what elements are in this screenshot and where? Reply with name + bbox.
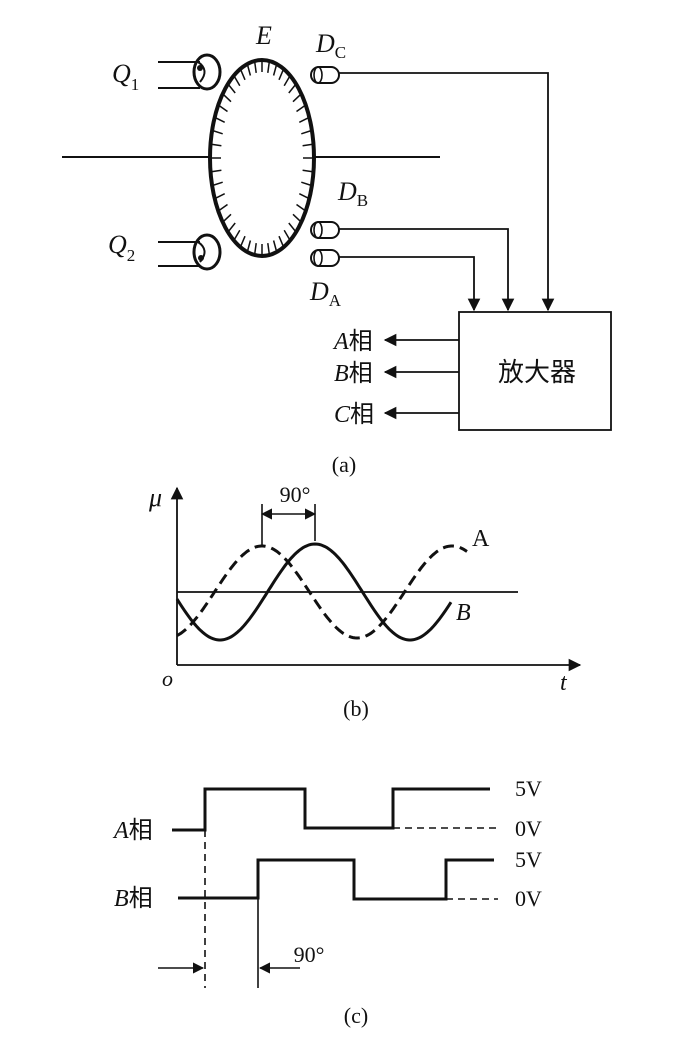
y-axis-label: μ bbox=[148, 483, 162, 512]
phase-label-c: 90° bbox=[294, 942, 325, 967]
disc-tick bbox=[246, 240, 252, 253]
amplifier-box bbox=[458, 311, 612, 431]
disc-tick bbox=[211, 129, 223, 135]
disc-tick bbox=[217, 104, 228, 113]
disc-tick bbox=[292, 93, 302, 103]
light-source-q1 bbox=[158, 53, 222, 91]
photodetector-db bbox=[310, 221, 340, 239]
disc-tick bbox=[222, 213, 232, 223]
b-high-label: 5V bbox=[515, 847, 542, 872]
disc-tick bbox=[301, 129, 313, 135]
q2-label: Q2 bbox=[108, 230, 135, 265]
code-disc bbox=[208, 58, 316, 258]
disc-tick bbox=[283, 75, 291, 87]
disc-tick bbox=[288, 222, 297, 233]
caption-a: (a) bbox=[332, 452, 356, 477]
dc-label: DC bbox=[315, 29, 346, 62]
disc-tick bbox=[302, 143, 314, 147]
caption-b: (b) bbox=[343, 696, 369, 721]
square-wave-a bbox=[172, 787, 490, 832]
output-a-label: A相 bbox=[332, 327, 373, 355]
panel-b: 90° μ t o A B (b) bbox=[148, 482, 582, 721]
disc-tick-marks bbox=[210, 60, 314, 256]
disc-tick bbox=[296, 104, 307, 113]
a-high-label: 5V bbox=[515, 776, 542, 801]
disc-tick bbox=[298, 116, 310, 123]
disc-tick bbox=[214, 193, 226, 200]
disc-tick bbox=[272, 240, 278, 253]
disc-tick bbox=[227, 222, 236, 233]
disc-tick bbox=[210, 143, 222, 147]
phase-marker-b bbox=[260, 504, 317, 545]
disc-tick bbox=[239, 235, 246, 248]
photodetector-dc bbox=[310, 66, 340, 84]
caption-c: (c) bbox=[344, 1003, 368, 1028]
disc-tick bbox=[246, 63, 252, 76]
amplifier-label: 放大器 bbox=[498, 358, 576, 388]
a-low-label: 0V bbox=[515, 816, 542, 841]
light-source-q2 bbox=[158, 233, 222, 271]
disc-tick bbox=[296, 203, 307, 212]
row-a-label: A相 bbox=[112, 816, 153, 844]
disc-tick bbox=[272, 63, 278, 76]
square-wave-b bbox=[178, 858, 494, 901]
disc-tick bbox=[233, 229, 241, 241]
disc-label-e: E bbox=[255, 21, 272, 50]
disc-tick bbox=[302, 169, 314, 173]
disc-tick bbox=[283, 229, 291, 241]
signal-wires bbox=[339, 72, 555, 312]
q1-label: Q1 bbox=[112, 59, 139, 94]
series-a-label: A bbox=[472, 526, 490, 552]
waveform-a bbox=[176, 544, 468, 640]
disc-tick bbox=[214, 116, 226, 123]
disc-tick bbox=[253, 243, 257, 256]
disc-tick bbox=[301, 181, 313, 187]
disc-tick bbox=[267, 243, 271, 256]
disc-tick bbox=[227, 83, 236, 94]
series-b-label: B bbox=[456, 600, 471, 626]
disc-tick bbox=[292, 213, 302, 223]
phase-label-b: 90° bbox=[280, 482, 311, 507]
b-low-label: 0V bbox=[515, 886, 542, 911]
photodetector-da bbox=[310, 249, 340, 267]
db-label: DB bbox=[337, 177, 368, 210]
panel-c: 90° A相 B相 5V 0V 5V 0V (c) bbox=[112, 776, 542, 1028]
disc-tick bbox=[233, 75, 241, 87]
output-arrows bbox=[383, 333, 459, 420]
origin-label: o bbox=[162, 666, 173, 691]
disc-tick bbox=[267, 60, 271, 73]
disc-tick bbox=[298, 193, 310, 200]
disc-tick bbox=[253, 60, 257, 73]
output-b-label: B相 bbox=[334, 359, 373, 387]
disc-tick bbox=[278, 68, 285, 81]
disc-tick bbox=[222, 93, 232, 103]
panel-a: 放大器 A相 B相 C相 E Q1 Q2 DC DB DA (a) bbox=[62, 21, 612, 477]
disc-tick bbox=[278, 235, 285, 248]
disc-tick bbox=[239, 68, 246, 81]
waveform-b bbox=[175, 542, 453, 642]
x-axis-label: t bbox=[560, 670, 568, 696]
row-b-label: B相 bbox=[114, 884, 153, 912]
disc-tick bbox=[288, 83, 297, 94]
da-label: DA bbox=[309, 277, 342, 310]
disc-tick bbox=[211, 181, 223, 187]
disc-tick bbox=[210, 169, 222, 173]
output-c-label: C相 bbox=[334, 400, 374, 428]
disc-tick bbox=[217, 203, 228, 212]
